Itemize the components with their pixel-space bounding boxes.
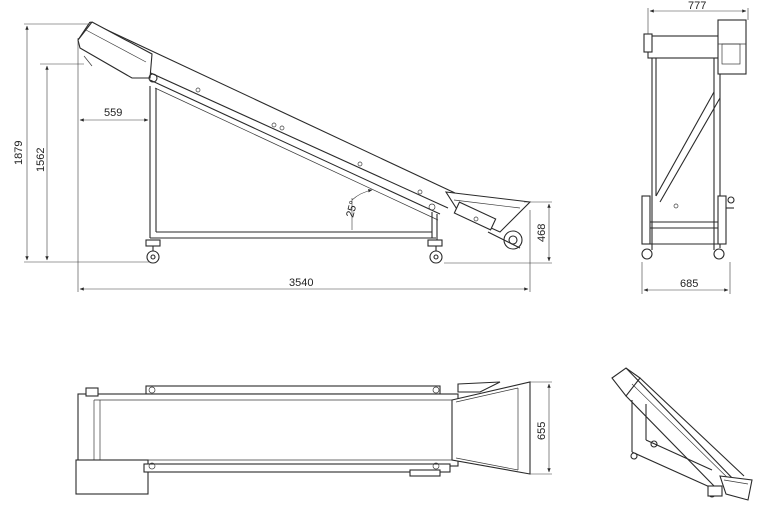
- iso-head: [611, 367, 641, 397]
- dim-hopper-width: 655: [530, 381, 552, 475]
- angle-label: 25°: [344, 200, 360, 219]
- bottom-rail: [143, 463, 451, 473]
- dim-frame-width: 685: [641, 262, 731, 294]
- dim-length-label: 3540: [289, 277, 313, 289]
- end-caster-right: [713, 248, 725, 260]
- top-rail: [145, 385, 441, 395]
- dim-inlet-height: 468: [444, 201, 552, 264]
- isometric-view: [611, 367, 753, 501]
- belt-bolts: [195, 87, 423, 195]
- angle-indicator: 25°: [344, 189, 373, 230]
- caster-wheel-rear: [146, 250, 160, 264]
- dim-top-width: 777: [647, 0, 749, 34]
- side-view: 25° 1879 1562 559 3540: [13, 21, 552, 292]
- dim-total-height-label: 1879: [13, 141, 25, 165]
- inlet-hopper: [428, 191, 532, 250]
- dim-bend-height: 1562: [35, 63, 84, 261]
- dim-overhang: 559: [77, 38, 149, 292]
- dim-bend-height-label: 1562: [35, 148, 47, 172]
- belt-body: [77, 393, 459, 467]
- iso-hopper: [719, 475, 753, 501]
- dim-hopper-width-label: 655: [536, 422, 548, 440]
- dim-inlet-height-label: 468: [536, 224, 548, 242]
- head-guard-top: [75, 459, 149, 495]
- head-cover: [647, 35, 721, 59]
- dim-total-height: 1879: [13, 23, 150, 263]
- top-view: 655: [75, 381, 552, 495]
- head-guard: [77, 21, 158, 83]
- end-view: 777 685: [641, 0, 749, 294]
- drive-motor-box: [717, 19, 747, 75]
- dim-length: 3540: [79, 210, 531, 292]
- dim-overhang-label: 559: [104, 107, 122, 119]
- dim-frame-width-label: 685: [680, 278, 698, 290]
- support-frame: [145, 86, 443, 264]
- caster-wheel-front: [429, 250, 443, 264]
- end-caster-left: [641, 248, 653, 260]
- dim-top-width-label: 777: [688, 0, 706, 12]
- tail-pulley: [503, 230, 523, 250]
